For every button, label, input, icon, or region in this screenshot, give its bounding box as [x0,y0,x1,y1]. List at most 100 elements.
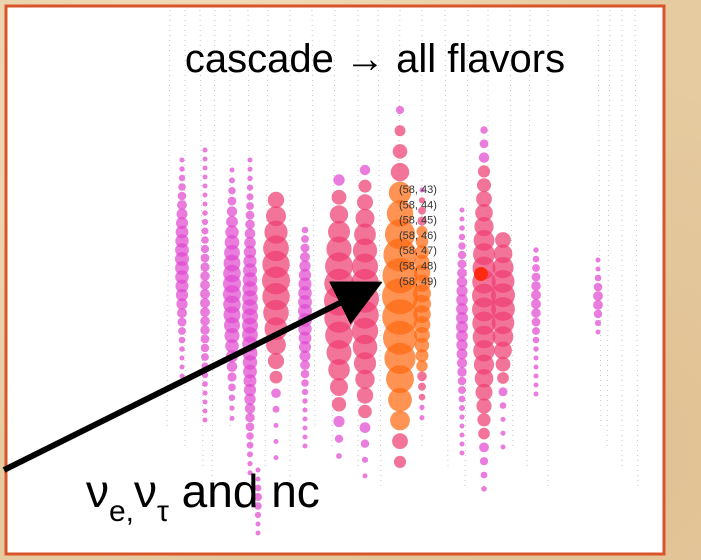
dom-hit [479,139,489,149]
dom-hit [255,521,261,527]
dom-hit [243,374,257,388]
dom-hit [302,416,308,422]
detector-string [634,9,639,491]
dom-hit [393,455,407,468]
dom-hit [531,290,541,300]
dom-hit [202,381,208,387]
dom-hit [459,207,465,213]
dom-hit [302,407,308,413]
dom-hit [457,268,467,278]
dom-hit [357,194,373,211]
dom-hit [302,434,308,440]
dom-hit [359,422,371,433]
dom-hit [179,373,185,379]
dom-hit [179,346,185,352]
dom-hit [457,259,467,269]
dom-hit [176,217,188,229]
dom-hit [458,233,466,241]
dom-hit [480,126,488,134]
dom-hit [247,451,253,458]
dom-hit [456,285,468,297]
dom-hit [246,441,254,449]
dom-hit [179,355,185,361]
dom-hit [480,471,488,479]
dom-hit [459,216,465,222]
dom-hit [533,382,539,388]
dom-hit [299,341,311,353]
dom-label: (58, 47) [399,245,437,257]
dom-hit [474,369,494,388]
dom-hit [419,404,425,410]
detector-string [526,9,531,471]
dom-hit [362,473,368,479]
dom-hit [595,329,601,335]
dom-hit [302,425,308,431]
dom-hit [300,360,310,370]
dom-hit [247,461,253,467]
dom-hit [593,282,603,292]
dom-hit [202,390,208,396]
dom-hit [247,470,253,476]
dom-hit [255,467,261,473]
dom-hit [495,356,511,372]
detector-string [606,9,611,451]
dom-hit [499,402,507,409]
dom-hit [301,388,309,396]
dom-hit [334,434,344,443]
dom-hit [243,245,257,259]
dom-hit [298,322,312,336]
dom-hit [594,274,602,282]
dom-hit [200,325,210,335]
dom-hit [500,430,506,436]
detector-string [211,9,216,491]
caption-nu-tau: ν [134,465,157,517]
dom-hit [226,361,238,372]
dom-hit [456,357,468,369]
dom-label: (58, 43) [399,184,437,196]
dom-hit [388,387,412,412]
dom-hit [175,288,189,302]
dom-hit [202,165,208,171]
dom-hit [271,388,281,399]
dom-hit [177,308,187,318]
dom-hit [225,225,239,239]
dom-hit [593,300,603,310]
dom-hit [394,125,406,137]
dom-hit [331,189,347,205]
dom-hit [300,252,310,262]
dom-hit [390,162,410,182]
dom-hit [269,370,283,384]
dom-hit [301,379,309,387]
dom-hit [478,152,490,163]
dom-hit [418,382,426,391]
dom-hit [246,202,254,210]
dom-hit [494,341,512,360]
dom-hit [533,247,539,253]
dom-hit [457,376,467,386]
dom-hit [416,225,428,237]
dom-hit [228,187,236,195]
dom-hit [415,349,429,363]
dom-hit [355,369,375,389]
dom-hit [244,237,256,249]
dom-hit [200,334,210,344]
dom-hit [200,298,210,308]
dom-hit [481,486,487,492]
dom-hit [229,167,235,173]
dom-hit [175,279,189,293]
dom-hit [246,432,254,440]
dom-hit [330,378,348,396]
detector-string [377,9,382,491]
dom-hit [533,364,539,370]
dom-hit [177,200,187,210]
dom-label: (58, 49) [399,276,437,288]
dom-hit [531,317,541,327]
dom-hit [329,205,349,224]
dom-hit [418,206,426,215]
dom-hit [202,408,208,414]
dom-hit [228,394,236,401]
dom-hit [178,336,186,344]
dom-hit [457,250,467,260]
dom-hit [328,220,350,243]
